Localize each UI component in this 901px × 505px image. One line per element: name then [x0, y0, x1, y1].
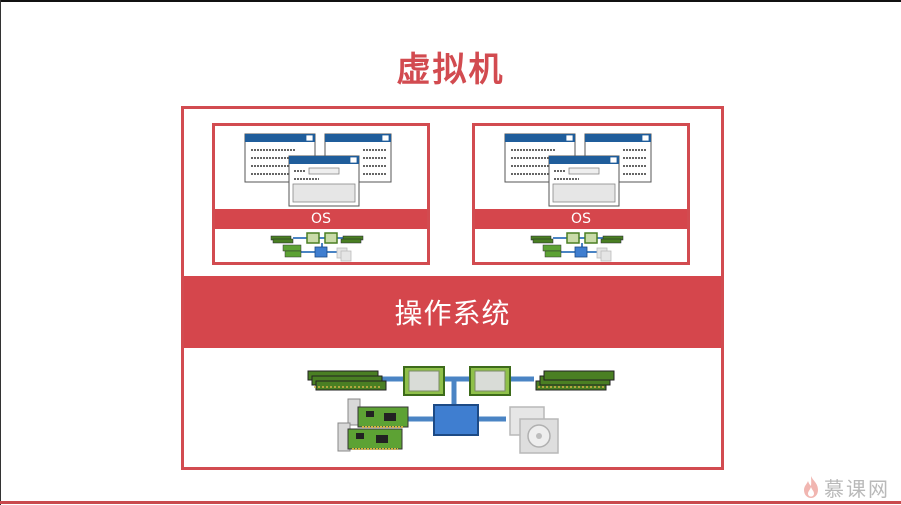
- chipset-icon: [433, 404, 479, 436]
- page-title: 虚拟机: [396, 50, 505, 90]
- chipset-icon: [574, 246, 588, 258]
- physical-hardware: [307, 366, 615, 454]
- disk-icon: [596, 247, 612, 262]
- chipset-icon: [314, 246, 328, 258]
- app-window-icon: [548, 155, 620, 207]
- pci-card-icon: [347, 398, 409, 428]
- vm-application-windows: [244, 133, 392, 207]
- ram-icon: [530, 235, 554, 244]
- pci-card-icon: [337, 422, 403, 452]
- brand-logo: 慕课网: [802, 474, 890, 501]
- ram-icon: [535, 370, 615, 391]
- cpu-icon: [566, 232, 580, 244]
- cpu-icon: [306, 232, 320, 244]
- cpu-icon: [584, 232, 598, 244]
- pci-card-icon: [282, 244, 302, 258]
- vm-os-layer: OS: [215, 209, 427, 229]
- cpu-icon: [469, 366, 511, 396]
- bottom-border: [0, 501, 901, 504]
- top-border: [0, 0, 901, 2]
- host-machine-box: OS: [181, 106, 724, 470]
- cpu-icon: [403, 366, 445, 396]
- ram-icon: [600, 235, 624, 244]
- left-border: [0, 0, 1, 505]
- ram-icon: [307, 370, 387, 391]
- disk-icon: [509, 406, 559, 454]
- pci-card-icon: [542, 244, 562, 258]
- ram-icon: [340, 235, 364, 244]
- virtual-machine-1: OS: [212, 123, 430, 265]
- vm-virtual-hardware: [530, 232, 624, 262]
- cpu-icon: [324, 232, 338, 244]
- ram-icon: [270, 235, 294, 244]
- vm-application-windows: [504, 133, 652, 207]
- disk-icon: [336, 247, 352, 262]
- flame-icon: [804, 476, 818, 498]
- brand-logo-text: 慕课网: [824, 476, 890, 501]
- vm-virtual-hardware: [270, 232, 364, 262]
- virtual-machine-2: OS: [472, 123, 690, 265]
- vm-os-layer: OS: [475, 209, 687, 229]
- host-os-layer: 操作系统: [184, 276, 721, 348]
- app-window-icon: [288, 155, 360, 207]
